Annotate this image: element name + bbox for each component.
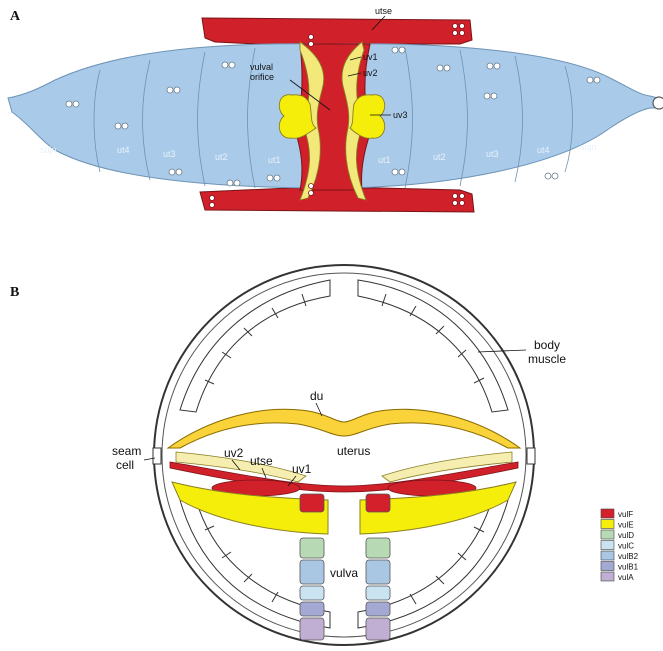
legend-label-vulf: vulF	[618, 510, 633, 519]
legend-swatch-vulc	[601, 541, 614, 550]
cell-label-right-1: ut2	[433, 152, 446, 162]
label-b-muscle: muscle	[528, 352, 566, 366]
legend-label-vule: vulE	[618, 521, 634, 530]
legend-swatch-vula	[601, 572, 614, 581]
uv3-right	[350, 95, 385, 139]
label-b-uterus: uterus	[337, 444, 370, 458]
label-b-du: du	[310, 389, 323, 403]
label-a-orifice: orifice	[250, 72, 274, 82]
utse-bottom-bar	[200, 188, 474, 212]
legend-swatch-vule	[601, 520, 614, 529]
legend-label-vulb1: vulB1	[618, 563, 639, 572]
cell-label-left-2: ut3	[163, 149, 176, 159]
legend-swatch-vuld	[601, 530, 614, 539]
legend-label-vula: vulA	[618, 573, 634, 582]
cell-label-left-1: ut4	[117, 145, 130, 155]
cell-label-right-0: ut1	[378, 155, 391, 165]
legend-swatch-vulf	[601, 509, 614, 518]
label-a-uv1: uv1	[363, 52, 378, 62]
panel-a-uterus-diagram: sujn ut4 ut3 ut2 ut1 ut1 ut2 ut3 ut4 suj…	[8, 6, 663, 212]
legend-label-vulc: vulC	[618, 542, 634, 551]
cell-label-left-4: ut1	[268, 155, 281, 165]
seam-cell-right	[527, 448, 535, 464]
cell-label-right-2: ut3	[486, 149, 499, 159]
label-b-seam: seam	[112, 444, 141, 458]
label-a-uv2: uv2	[363, 68, 378, 78]
panel-b-cross-section: body muscle du uterus seam cell uv2 utse…	[112, 265, 566, 645]
legend-label-vuld: vulD	[618, 531, 634, 540]
utse-top-bar	[202, 18, 472, 46]
panel-b-letter: B	[10, 285, 19, 300]
label-a-vulval: vulval	[250, 62, 273, 72]
cell-label-right-4: sujn	[580, 142, 597, 152]
legend-label-vulb2: vulB2	[618, 552, 639, 561]
panel-a-letter: A	[10, 9, 21, 24]
spermatheca-nub	[653, 97, 663, 109]
label-a-utse: utse	[375, 6, 392, 16]
label-b-body: body	[534, 338, 560, 352]
label-a-uv3: uv3	[393, 110, 408, 120]
legend-swatch-vulb1	[601, 562, 614, 571]
label-b-vulva: vulva	[330, 566, 358, 580]
label-b-utse: utse	[250, 454, 273, 468]
cell-label-left-3: ut2	[215, 152, 228, 162]
seam-cell-left	[153, 448, 161, 464]
legend-swatch-vulb2	[601, 551, 614, 560]
cell-label-left-0: sujn	[40, 145, 57, 155]
label-b-cell: cell	[116, 458, 134, 472]
label-b-uv2: uv2	[224, 446, 244, 460]
cell-label-right-3: ut4	[537, 145, 550, 155]
label-b-uv1: uv1	[292, 462, 312, 476]
